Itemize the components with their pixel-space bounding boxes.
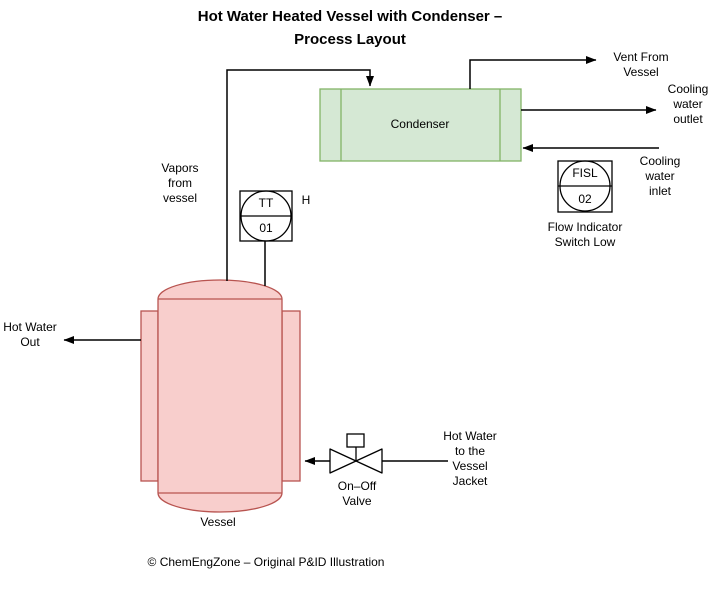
vapors-from-vessel-label: Vapors from vessel [161,161,199,205]
valve-left-wedge [329,448,357,474]
diagram-title: Hot Water Heated Vessel with Condenser –… [197,8,503,48]
hot-water-out-label: Hot Water Out [3,320,57,349]
vessel-label: Vessel [200,515,236,529]
condenser-label: Condenser [390,117,450,131]
tt-number-text: 01 [259,221,273,235]
vessel-jacket-left [140,310,159,482]
hot-water-to-jacket-label: Hot Water to the Vessel Jacket [443,429,497,488]
cooling-water-inlet-label: Cooling water inlet [639,154,681,198]
vent-from-vessel-label: Vent From Vessel [613,50,669,79]
on-off-valve-label: On–Off Valve [337,479,377,508]
vessel-symbol [140,279,301,513]
vessel-body [157,279,283,513]
cooling-water-outlet-label: Cooling water outlet [667,82,709,126]
process-lines [63,56,659,465]
fisl-instrument-symbol [557,160,613,213]
condenser-symbol [319,88,522,162]
vent-line [469,56,597,89]
tt-tag-text: TT [258,196,274,210]
vapor-line [226,69,374,281]
valve-actuator [346,433,365,448]
tt-instrument-symbol [239,190,293,242]
condenser-body [319,88,522,162]
fisl-number-text: 02 [578,192,592,206]
valve-right-wedge [355,448,383,474]
fisl-caption-label: Flow Indicator Switch Low [547,220,623,249]
copyright-footer: © ChemEngZone – Original P&ID Illustrati… [147,555,385,569]
vessel-jacket-right [281,310,301,482]
fisl-tag-text: FISL [572,166,598,180]
tt-high-alarm-label: H [301,193,311,207]
on-off-valve-symbol [329,433,383,474]
